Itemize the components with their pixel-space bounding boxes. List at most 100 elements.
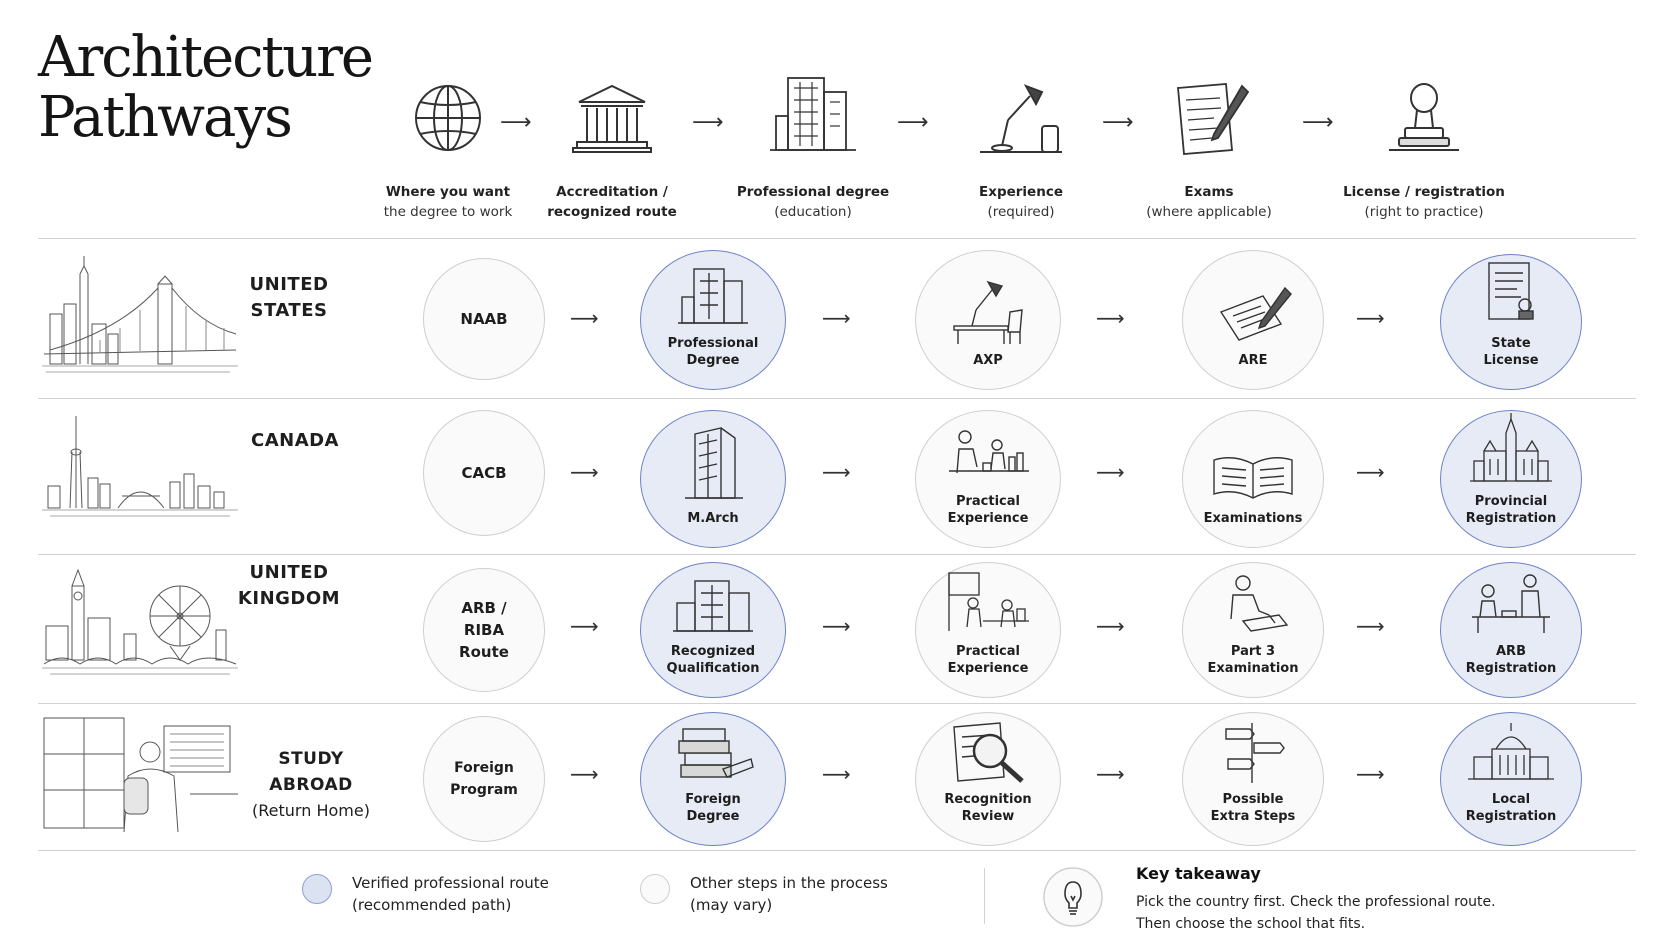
node-label-2: Qualification xyxy=(666,661,760,676)
exam-paper-pencil-icon xyxy=(1177,83,1250,155)
person-writing-icon xyxy=(1230,575,1289,632)
node-march[interactable]: M.Arch xyxy=(640,410,786,548)
node-label-2: Degree xyxy=(686,809,740,824)
node-label-2: Experience xyxy=(947,661,1029,676)
step-sublabel: the degree to work xyxy=(383,204,513,220)
arrow-icon: ⟶ xyxy=(822,762,851,786)
node-arb-registration[interactable]: ARB Registration xyxy=(1440,562,1582,698)
node-label-2: Registration xyxy=(1465,661,1557,676)
step-accreditation: Accreditation / recognized route xyxy=(512,78,712,222)
page-title: Architecture Pathways xyxy=(38,28,374,148)
globe-icon xyxy=(415,85,481,151)
certificate-stamp-icon xyxy=(1488,262,1534,320)
toronto-skyline-sketch xyxy=(42,416,238,517)
node-label-1: Recognition xyxy=(944,792,1032,807)
node-label: Examinations xyxy=(1203,511,1303,526)
divider xyxy=(38,398,1636,399)
node-examinations[interactable]: Examinations xyxy=(1182,410,1324,548)
country-line: KINGDOM xyxy=(237,588,341,609)
country-name: CANADA xyxy=(220,428,370,454)
takeaway-title: Key takeaway xyxy=(1136,864,1261,883)
step-sublabel: (right to practice) xyxy=(1364,204,1484,220)
node-part3-examination[interactable]: Part 3 Examination xyxy=(1182,562,1324,698)
node-label: ARE xyxy=(1238,353,1268,368)
arrow-icon: ⟶ xyxy=(1096,762,1125,786)
arrow-icon: ⟶ xyxy=(570,306,599,330)
country-line: STATES xyxy=(250,300,328,321)
node-label-1: Local xyxy=(1491,792,1531,807)
node-label-2: Extra Steps xyxy=(1210,809,1296,824)
takeaway-text: Pick the country first. Check the profes… xyxy=(1136,891,1496,935)
traveler-airport-sketch xyxy=(43,717,238,833)
node-axp[interactable]: AXP xyxy=(915,250,1061,390)
step-label: Exams xyxy=(1184,184,1234,200)
legend-other-swatch xyxy=(640,874,670,904)
node-label-1: State xyxy=(1491,336,1531,351)
arrow-icon: ⟶ xyxy=(1356,306,1385,330)
node-cacb[interactable]: CACB xyxy=(423,410,545,536)
node-label-2: Review xyxy=(961,809,1015,824)
divider xyxy=(38,554,1636,555)
skyline-bridge-sketch xyxy=(42,256,238,373)
legend-sublabel: (recommended path) xyxy=(352,896,512,914)
arrow-icon: ⟶ xyxy=(1356,460,1385,484)
country-name: UNITED KINGDOM xyxy=(214,560,364,612)
step-sublabel: recognized route xyxy=(547,204,677,220)
office-building-icon xyxy=(673,580,753,632)
node-label-1: Recognized xyxy=(670,644,756,659)
step-professional-degree: Professional degree (education) xyxy=(713,70,913,222)
light-bulb-icon xyxy=(1043,867,1103,927)
node-are[interactable]: ARE xyxy=(1182,250,1324,390)
legend-verified-swatch xyxy=(302,874,332,904)
node-label-1: Provincial xyxy=(1474,494,1548,509)
office-building-icon xyxy=(685,427,743,499)
country-subline: (Return Home) xyxy=(252,801,370,820)
node-naab[interactable]: NAAB xyxy=(423,258,545,380)
step-sublabel: (education) xyxy=(774,204,852,220)
arrow-icon: ⟶ xyxy=(822,306,851,330)
node-label: ARB Registration xyxy=(1466,643,1557,697)
node-label: NAAB xyxy=(460,310,508,328)
node-label-1: Part 3 xyxy=(1230,644,1276,659)
arrow-icon: ⟶ xyxy=(822,460,851,484)
node-label-1: Foreign xyxy=(454,760,514,776)
node-label-1: ARB xyxy=(1496,644,1526,659)
step-label: License / registration xyxy=(1343,184,1505,200)
country-line: STUDY ABROAD xyxy=(269,749,353,795)
divider xyxy=(38,703,1636,704)
divider xyxy=(38,238,1636,239)
node-label: Part 3 Examination xyxy=(1208,643,1299,697)
node-label-2: Examination xyxy=(1207,661,1299,676)
meeting-icon xyxy=(1472,574,1550,633)
legend-verified-text: Verified professional route (recommended… xyxy=(352,872,549,916)
arrow-icon: ⟶ xyxy=(1102,110,1134,135)
arrow-icon: ⟶ xyxy=(692,110,724,135)
desk-lamp-icon xyxy=(953,280,1023,344)
arrow-icon: ⟶ xyxy=(1096,306,1125,330)
node-label-2: Program xyxy=(450,782,518,798)
legend-label: Verified professional route xyxy=(352,874,549,892)
arrow-icon: ⟶ xyxy=(1096,460,1125,484)
legend-other-text: Other steps in the process (may vary) xyxy=(690,872,888,916)
step-experience: Experience (required) xyxy=(921,78,1121,222)
country-line: CANADA xyxy=(250,430,339,451)
